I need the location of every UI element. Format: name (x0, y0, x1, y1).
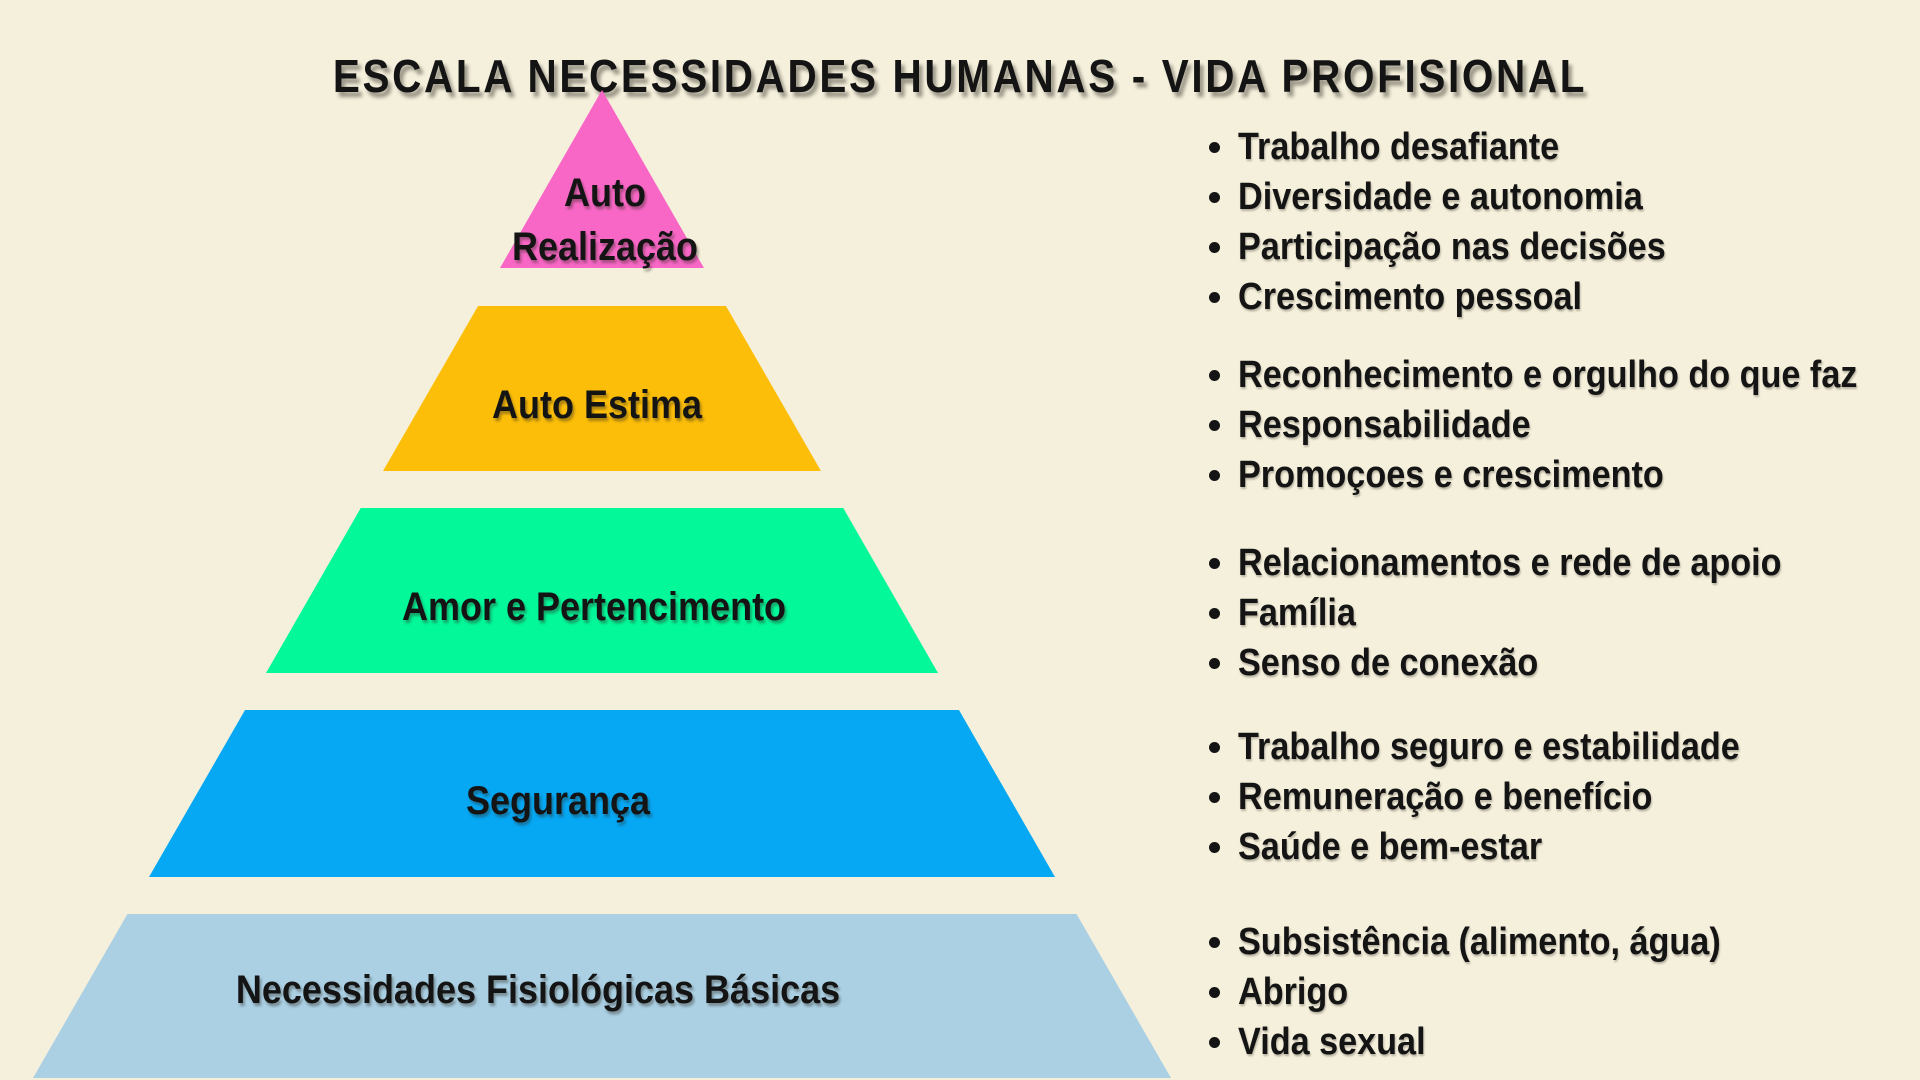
need-text: Responsabilidade (1238, 404, 1531, 446)
bullet-dot-icon (1209, 608, 1220, 619)
level-label-line: Realização (511, 225, 699, 269)
need-text: Trabalho seguro e estabilidade (1238, 726, 1740, 768)
bullet-dot-icon (1209, 987, 1220, 998)
level-label-line: Auto (564, 171, 646, 215)
level-label-amor-pertencimento: Amor e Pertencimento (401, 585, 787, 629)
need-text: Vida sexual (1238, 1021, 1426, 1063)
need-text: Crescimento pessoal (1238, 276, 1583, 318)
bullet-dot-icon (1209, 937, 1220, 948)
need-text: Abrigo (1238, 971, 1349, 1013)
needs-list-amor-pertencimento: Relacionamentos e rede de apoio Família … (1196, 538, 1920, 688)
page-title: ESCALA NECESSIDADES HUMANAS - VIDA PROFI… (332, 49, 1588, 102)
bullet-dot-icon (1209, 792, 1220, 803)
bullet-dot-icon (1209, 142, 1220, 153)
list-item: Promoçoes e crescimento (1196, 450, 1920, 500)
list-item: Participação nas decisões (1196, 222, 1920, 272)
bullet-dot-icon (1209, 658, 1220, 669)
list-item: Diversidade e autonomia (1196, 172, 1920, 222)
pyramid-level-seguranca (149, 710, 1055, 877)
list-item: Reconhecimento e orgulho do que faz (1196, 350, 1920, 400)
need-text: Saúde e bem-estar (1238, 826, 1543, 868)
bullet-dot-icon (1209, 470, 1220, 481)
bullet-dot-icon (1209, 192, 1220, 203)
list-item: Senso de conexão (1196, 638, 1920, 688)
need-text: Remuneração e benefício (1238, 776, 1653, 818)
level-label-auto-estima: Auto Estima (491, 383, 703, 427)
level-label-seguranca: Segurança (465, 779, 651, 823)
bullet-dot-icon (1209, 842, 1220, 853)
list-item: Vida sexual (1196, 1017, 1920, 1067)
list-item: Crescimento pessoal (1196, 272, 1920, 322)
need-text: Promoçoes e crescimento (1238, 454, 1664, 496)
needs-list-fisiologicas: Subsistência (alimento, água) Abrigo Vid… (1196, 917, 1920, 1067)
needs-list-seguranca: Trabalho seguro e estabilidade Remuneraç… (1196, 722, 1920, 872)
level-label-auto-realizacao: Auto Realização (245, 166, 965, 274)
need-text: Família (1238, 592, 1356, 634)
needs-list-auto-estima: Reconhecimento e orgulho do que faz Resp… (1196, 350, 1920, 500)
list-item: Subsistência (alimento, água) (1196, 917, 1920, 967)
need-text: Subsistência (alimento, água) (1238, 921, 1721, 963)
list-item: Família (1196, 588, 1920, 638)
bullet-dot-icon (1209, 558, 1220, 569)
bullet-dot-icon (1209, 742, 1220, 753)
bullet-dot-icon (1209, 242, 1220, 253)
pyramid-level-amor-pertencimento (266, 508, 938, 673)
bullet-dot-icon (1209, 420, 1220, 431)
need-text: Senso de conexão (1238, 642, 1539, 684)
list-item: Relacionamentos e rede de apoio (1196, 538, 1920, 588)
list-item: Trabalho desafiante (1196, 122, 1920, 172)
list-item: Saúde e bem-estar (1196, 822, 1920, 872)
need-text: Diversidade e autonomia (1238, 176, 1643, 218)
needs-list-auto-realizacao: Trabalho desafiante Diversidade e autono… (1196, 122, 1920, 322)
list-item: Abrigo (1196, 967, 1920, 1017)
list-item: Remuneração e benefício (1196, 772, 1920, 822)
pyramid-level-fisiologicas (33, 914, 1171, 1078)
need-text: Relacionamentos e rede de apoio (1238, 542, 1782, 584)
need-text: Participação nas decisões (1238, 226, 1666, 268)
bullet-dot-icon (1209, 1037, 1220, 1048)
bullet-dot-icon (1209, 292, 1220, 303)
bullet-dot-icon (1209, 370, 1220, 381)
list-item: Responsabilidade (1196, 400, 1920, 450)
level-label-fisiologicas: Necessidades Fisiológicas Básicas (235, 968, 841, 1012)
need-text: Reconhecimento e orgulho do que faz (1238, 354, 1858, 396)
need-text: Trabalho desafiante (1238, 126, 1560, 168)
list-item: Trabalho seguro e estabilidade (1196, 722, 1920, 772)
